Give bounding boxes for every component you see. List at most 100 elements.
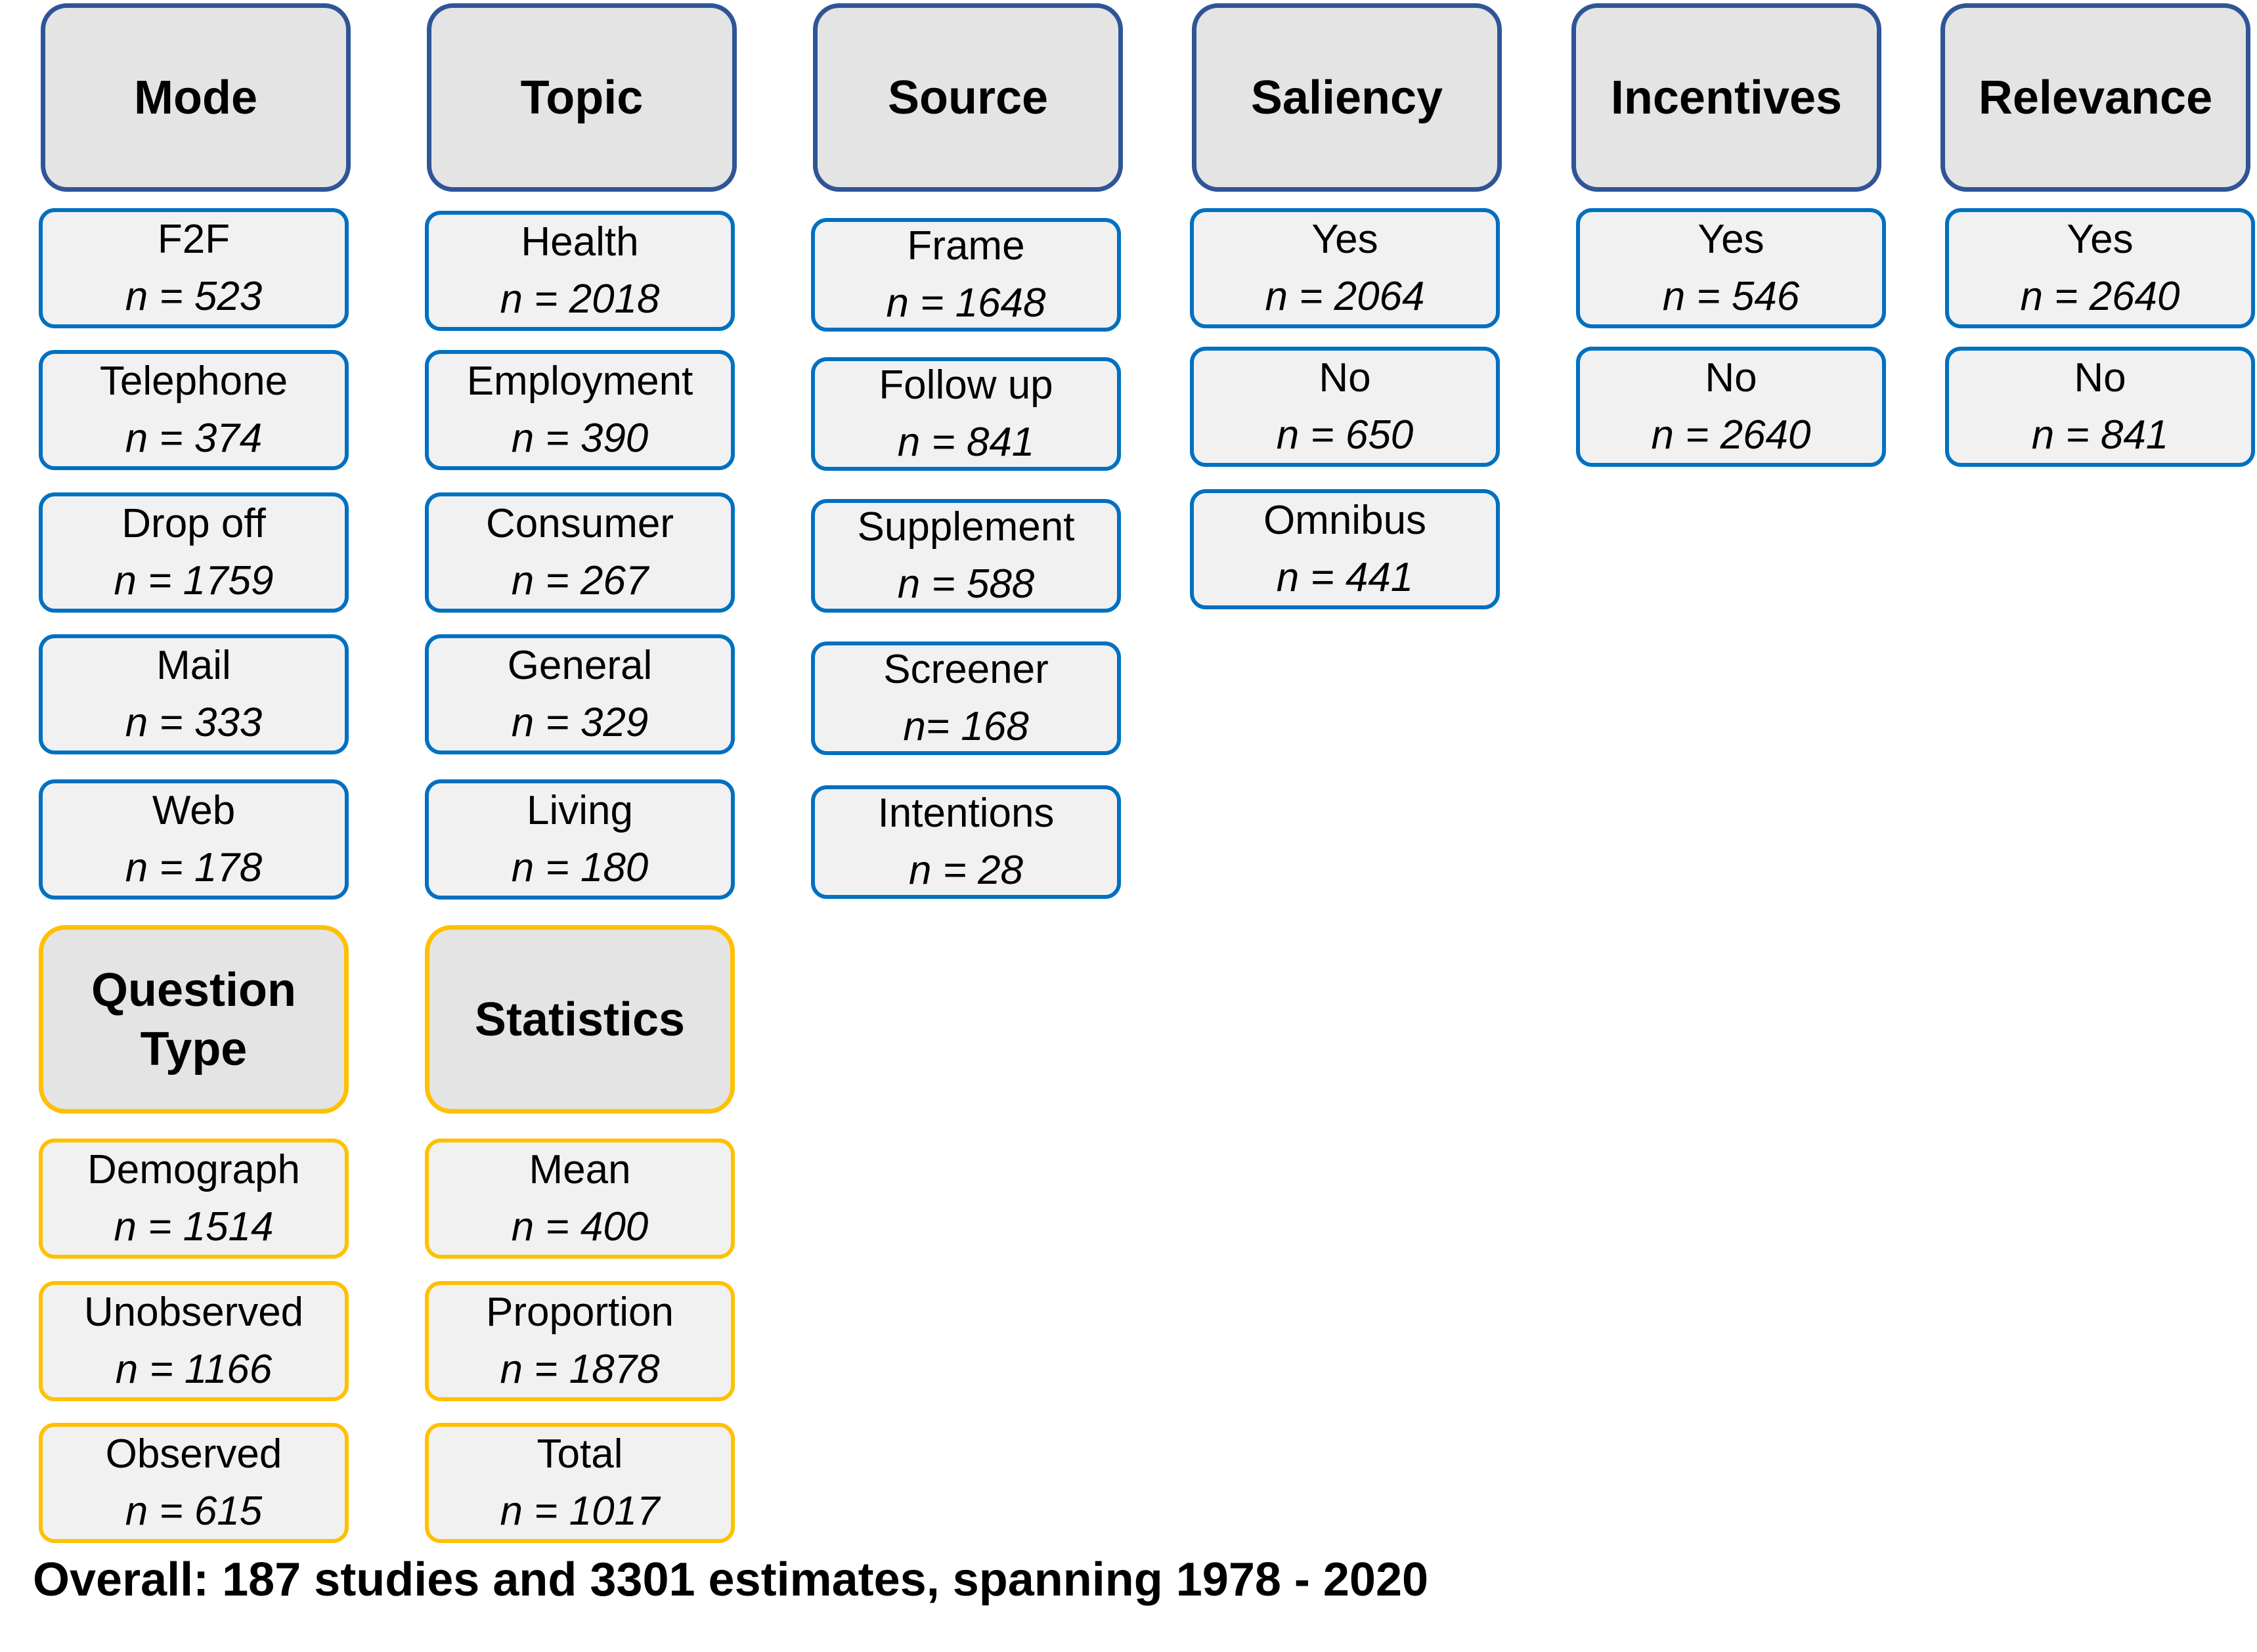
- header-source: Source: [813, 3, 1123, 192]
- node-relevance-yes: Yes n = 2640: [1945, 208, 2255, 328]
- node-topic-general: General n = 329: [425, 634, 735, 754]
- node-question-type-demograph: Demograph n = 1514: [39, 1139, 349, 1259]
- node-label: General: [507, 642, 653, 688]
- header-relevance-label: Relevance: [1978, 71, 2213, 124]
- node-count: n = 615: [125, 1488, 263, 1534]
- node-count: n = 841: [897, 419, 1035, 465]
- node-count: n = 1017: [500, 1488, 660, 1534]
- header-saliency-label: Saliency: [1250, 71, 1443, 124]
- overall-summary: Overall: 187 studies and 3301 estimates,…: [33, 1554, 1429, 1606]
- node-count: n = 2018: [500, 276, 660, 322]
- node-label: Follow up: [879, 362, 1053, 408]
- node-count: n = 650: [1276, 412, 1414, 458]
- node-saliency-yes: Yes n = 2064: [1190, 208, 1500, 328]
- header-incentives-label: Incentives: [1610, 71, 1843, 124]
- header-topic: Topic: [427, 3, 737, 192]
- node-label: Mail: [156, 642, 231, 688]
- node-topic-consumer: Consumer n = 267: [425, 492, 735, 613]
- node-saliency-no: No n = 650: [1190, 347, 1500, 467]
- node-label: Proportion: [485, 1289, 674, 1335]
- node-count: n = 333: [125, 699, 263, 745]
- node-mode-web: Web n = 178: [39, 779, 349, 900]
- node-mode-drop-off: Drop off n = 1759: [39, 492, 349, 613]
- node-count: n = 1648: [886, 280, 1046, 326]
- node-label: Web: [152, 787, 236, 833]
- node-label: Omnibus: [1263, 497, 1427, 543]
- node-label: Drop off: [121, 500, 266, 546]
- node-label: F2F: [157, 216, 230, 262]
- node-source-frame: Frame n = 1648: [811, 218, 1121, 332]
- node-topic-health: Health n = 2018: [425, 211, 735, 331]
- node-count: n = 1166: [115, 1346, 273, 1392]
- header-question-type-line1: Question: [91, 963, 296, 1016]
- node-saliency-omnibus: Omnibus n = 441: [1190, 489, 1500, 609]
- node-count: n = 329: [511, 699, 649, 745]
- node-question-type-unobserved: Unobserved n = 1166: [39, 1281, 349, 1401]
- node-count: n = 1878: [500, 1346, 660, 1392]
- node-count: n = 1514: [114, 1204, 274, 1250]
- node-count: n = 588: [897, 561, 1035, 607]
- node-label: Living: [527, 787, 633, 833]
- header-statistics: Statistics: [425, 925, 735, 1114]
- node-topic-employment: Employment n = 390: [425, 350, 735, 470]
- node-label: Consumer: [486, 500, 674, 546]
- node-label: No: [2074, 355, 2126, 401]
- node-count: n= 168: [903, 703, 1029, 749]
- node-incentives-yes: Yes n = 546: [1576, 208, 1886, 328]
- node-count: n = 2640: [2020, 273, 2180, 319]
- node-topic-living: Living n = 180: [425, 779, 735, 900]
- node-count: n = 2640: [1651, 412, 1811, 458]
- node-count: n = 180: [511, 844, 649, 890]
- node-label: Health: [521, 219, 639, 265]
- node-mode-telephone: Telephone n = 374: [39, 350, 349, 470]
- node-count: n = 390: [511, 415, 649, 461]
- header-topic-label: Topic: [520, 71, 644, 124]
- header-source-label: Source: [887, 71, 1049, 124]
- node-statistics-proportion: Proportion n = 1878: [425, 1281, 735, 1401]
- header-saliency: Saliency: [1192, 3, 1502, 192]
- node-source-screener: Screener n= 168: [811, 641, 1121, 755]
- node-label: No: [1705, 355, 1757, 401]
- node-label: Screener: [883, 646, 1049, 692]
- header-question-type: Question Type: [39, 925, 349, 1114]
- node-label: Observed: [105, 1431, 282, 1477]
- node-source-supplement: Supplement n = 588: [811, 499, 1121, 613]
- node-label: Unobserved: [83, 1289, 304, 1335]
- node-label: Mean: [529, 1146, 631, 1192]
- node-label: No: [1319, 355, 1371, 401]
- header-mode: Mode: [41, 3, 351, 192]
- node-mode-mail: Mail n = 333: [39, 634, 349, 754]
- node-count: n = 546: [1662, 273, 1800, 319]
- node-label: Total: [537, 1431, 623, 1477]
- node-count: n = 841: [2031, 412, 2169, 458]
- node-question-type-observed: Observed n = 615: [39, 1423, 349, 1543]
- node-count: n = 441: [1276, 554, 1414, 600]
- node-source-follow-up: Follow up n = 841: [811, 357, 1121, 471]
- node-count: n = 178: [125, 844, 263, 890]
- node-label: Employment: [466, 358, 693, 404]
- header-question-type-line2: Type: [140, 1022, 248, 1076]
- node-incentives-no: No n = 2640: [1576, 347, 1886, 467]
- node-count: n = 2064: [1265, 273, 1425, 319]
- header-incentives: Incentives: [1571, 3, 1881, 192]
- header-statistics-label: Statistics: [474, 993, 686, 1046]
- node-count: n = 400: [511, 1204, 649, 1250]
- node-mode-f2f: F2F n = 523: [39, 208, 349, 328]
- node-label: Supplement: [857, 504, 1075, 550]
- node-count: n = 1759: [114, 557, 274, 603]
- node-relevance-no: No n = 841: [1945, 347, 2255, 467]
- node-statistics-mean: Mean n = 400: [425, 1139, 735, 1259]
- node-label: Intentions: [877, 790, 1055, 836]
- node-statistics-total: Total n = 1017: [425, 1423, 735, 1543]
- header-mode-label: Mode: [134, 71, 257, 124]
- node-count: n = 374: [125, 415, 263, 461]
- header-relevance: Relevance: [1940, 3, 2250, 192]
- node-label: Yes: [2067, 216, 2134, 262]
- node-source-intentions: Intentions n = 28: [811, 785, 1121, 899]
- node-count: n = 267: [511, 557, 649, 603]
- node-label: Frame: [907, 223, 1025, 269]
- node-label: Yes: [1311, 216, 1378, 262]
- node-count: n = 28: [908, 847, 1024, 893]
- node-label: Yes: [1698, 216, 1764, 262]
- node-count: n = 523: [125, 273, 263, 319]
